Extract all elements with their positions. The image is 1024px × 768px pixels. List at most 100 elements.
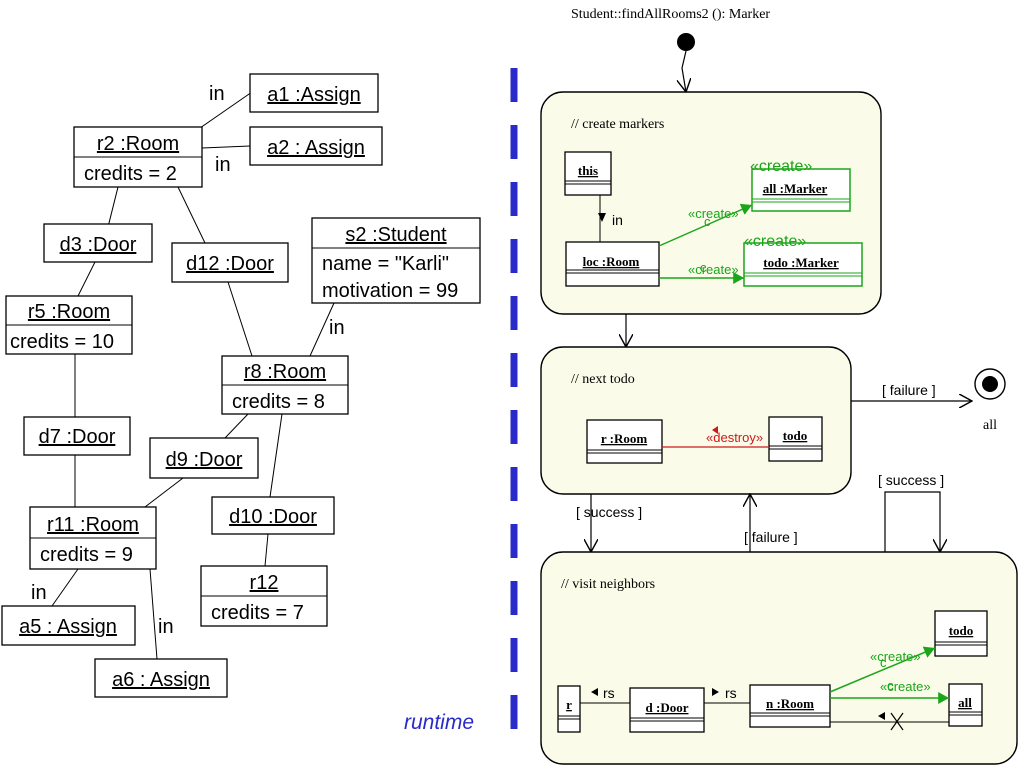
story-pattern-diagram: Student::findAllRooms2 (): Marker // cre… [540,7,1018,765]
in-direction-icon [598,213,606,222]
object-r12-room: r12 credits = 7 [200,565,328,627]
final-node-label: all [983,418,997,433]
object-r12-credits: credits = 7 [211,602,304,624]
object-a1-name: a1 :Assign [267,84,360,106]
stereotype-create-todo: «create» [744,233,806,250]
link-label-r11-a6: in [158,616,174,638]
link-r2-a1 [199,91,253,129]
object-r8-credits: credits = 8 [232,391,325,413]
object-r8-room: r8 :Room credits = 8 [221,355,349,415]
create-link-loc-todo-letter: c [700,260,707,275]
object-d12-name: d12 :Door [186,253,274,275]
link-d12-r8 [227,281,253,357]
link-d3-r5 [77,261,96,297]
object-todo-marker-create: «create» todo :Marker [743,233,863,287]
stereotype-create-all: «create» [750,158,812,175]
flow-visit-loop [884,491,940,552]
create-link-n-all-label: «create» [880,679,931,694]
start-node [677,33,695,51]
object-r2-name: r2 :Room [97,133,179,155]
object-r11-name: r11 :Room [47,514,139,536]
runtime-object-diagram: in in in in in a1 :Assign a2 : Assign r2… [1,73,481,734]
object-d3-door: d3 :Door [43,223,153,263]
create-link-loc-all [658,203,753,247]
link-r2-a2 [201,145,251,149]
guard-success-loop: [ success ] [878,472,944,488]
object-r-room: r :Room [586,419,663,464]
object-d9-door: d9 :Door [149,437,259,479]
object-a1-assign: a1 :Assign [249,73,379,113]
object-this: this [564,151,612,196]
rs-left-direction-icon [591,688,598,696]
activity-create-markers-comment: // create markers [571,117,664,132]
object-r11-room: r11 :Room credits = 9 [29,506,157,570]
create-link-loc-all-letter: c [704,214,711,229]
create-link-loc-all-label: «create» [688,206,739,221]
object-r11-credits: credits = 9 [40,544,133,566]
link-r8-d10 [269,413,283,498]
object-d7-name: d7 :Door [39,426,116,448]
activity-visit-neighbors-comment: // visit neighbors [561,577,655,592]
object-all-visit: all [948,683,983,727]
method-title: Student::findAllRooms2 (): Marker [571,7,770,22]
object-this-label: this [578,163,598,178]
link-label-rs-left: rs [603,685,615,701]
object-todo-next: todo [768,416,823,462]
object-loc-label: loc :Room [583,254,640,269]
object-s2-student: s2 :Student name = "Karli" motivation = … [311,217,481,304]
link-r11-a5 [51,568,79,607]
link-s2-r8 [309,302,335,357]
object-loc-room: loc :Room [565,241,660,287]
object-todo-visit: todo [934,610,988,657]
object-n-room: n :Room [749,684,831,728]
destroy-direction-icon [712,426,718,434]
guard-failure-up: [ failure ] [744,529,798,545]
link-label-this-loc: in [612,212,623,228]
flow-start-to-create [682,50,686,92]
link-d9-r11 [144,477,184,508]
object-d7-door: d7 :Door [23,416,131,456]
object-r-room-label: r :Room [601,431,648,446]
object-a2-name: a2 : Assign [267,137,365,159]
create-link-n-todo [829,646,936,693]
create-link-n-all-letter: c [887,678,894,693]
object-r5-room: r5 :Room credits = 10 [5,295,133,355]
object-a6-assign: a6 : Assign [94,658,228,698]
create-link-n-todo-label: «create» [870,649,921,664]
object-r12-name: r12 [250,572,279,594]
object-a6-name: a6 : Assign [112,669,210,691]
link-label-r2-a2: in [215,154,231,176]
object-r-visit-label: r [566,697,572,712]
object-r5-name: r5 :Room [28,301,110,323]
link-label-s2-r8: in [329,317,345,339]
object-a5-assign: a5 : Assign [1,605,136,646]
link-d10-r12 [264,533,269,567]
link-label-rs-right: rs [725,685,737,701]
object-d10-door: d10 :Door [211,496,335,535]
destroy-label: «destroy» [706,430,763,445]
object-all-visit-label: all [958,695,972,710]
create-link-loc-todo-label: «create» [688,262,739,277]
object-r5-credits: credits = 10 [10,331,114,353]
object-todo-next-label: todo [783,428,808,443]
link-r2-d3 [107,186,119,228]
object-r2-credits: credits = 2 [84,163,177,185]
object-a5-name: a5 : Assign [19,616,117,638]
object-all-marker-create: «create» all :Marker [750,158,851,212]
object-s2-attr-name: name = "Karli" [322,253,449,275]
rs-right-direction-icon [712,688,719,696]
object-n-room-label: n :Room [766,696,814,711]
link-r2-d12 [177,186,206,244]
object-r8-name: r8 :Room [244,361,326,383]
object-a2-assign: a2 : Assign [249,126,383,166]
object-d12-door: d12 :Door [171,242,289,283]
create-link-n-todo-letter: c [880,655,887,670]
link-label-r2-a1: in [209,83,225,105]
object-r-visit: r [557,685,581,733]
object-r2-room: r2 :Room credits = 2 [73,126,203,188]
object-d-door-label: d :Door [646,700,689,715]
final-node [974,368,1006,400]
activity-create-markers: // create markers this in loc :Room [540,91,882,315]
activity-visit-neighbors: // visit neighbors r d :Door n :Room [540,551,1018,765]
